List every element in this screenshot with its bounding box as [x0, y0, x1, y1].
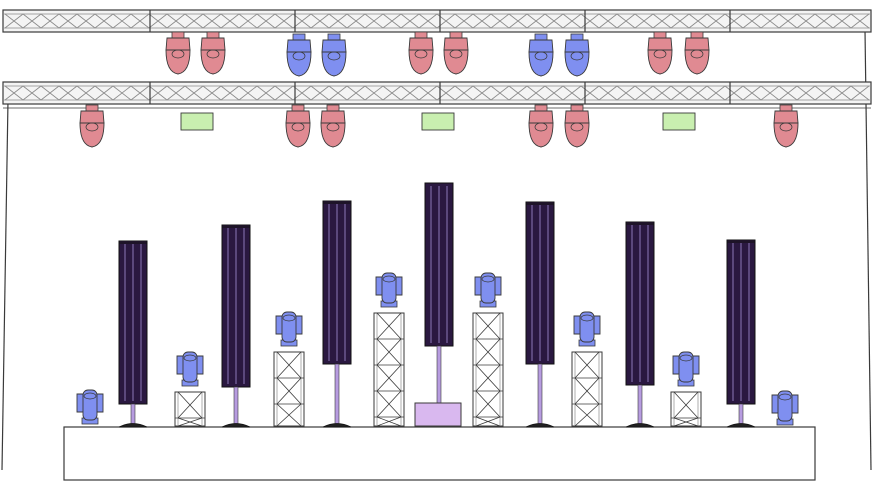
upper-wash-fixture-2	[321, 33, 347, 77]
tower-wash-fixture-2	[275, 311, 303, 347]
floor-wash-fixture-left	[76, 389, 104, 425]
tower-wash-fixture-4	[474, 272, 502, 308]
upper-wash-fixture-1	[286, 33, 312, 77]
stage-floor-rig	[63, 182, 816, 481]
stage-deck	[63, 426, 816, 481]
lower-spot-fixture-5	[564, 104, 590, 148]
led-column-6	[625, 221, 655, 428]
strobe-panel-3	[662, 112, 696, 131]
tower-wash-fixture-6	[672, 351, 700, 387]
lower-spot-fixture-2	[285, 104, 311, 148]
truss-tower-1	[174, 391, 206, 427]
upper-spot-fixture-6	[684, 31, 710, 75]
upper-spot-fixture-1	[165, 31, 191, 75]
truss-tower-5	[571, 351, 603, 427]
floor-wash-fixture-right	[771, 390, 799, 426]
tower-wash-fixture-5	[573, 311, 601, 347]
truss-tower-6	[670, 391, 702, 427]
upper-wash-fixture-4	[564, 33, 590, 77]
led-column-4	[424, 182, 454, 405]
hanging-fixtures	[79, 31, 799, 148]
led-column-1	[118, 240, 148, 428]
led-column-3	[322, 200, 352, 428]
tower-wash-fixture-3	[375, 272, 403, 308]
lower-spot-fixture-1	[79, 104, 105, 148]
led-column-7	[726, 239, 756, 428]
lower-spot-fixture-6	[773, 104, 799, 148]
lower-spot-fixture-4	[528, 104, 554, 148]
lower-truss	[2, 81, 872, 105]
truss-tower-3	[373, 312, 405, 427]
upper-truss	[2, 9, 872, 33]
lower-spot-fixture-3	[320, 104, 346, 148]
upper-spot-fixture-2	[200, 31, 226, 75]
tower-wash-fixture-1	[176, 351, 204, 387]
upper-wash-fixture-3	[528, 33, 554, 77]
upper-spot-fixture-5	[647, 31, 673, 75]
left-wall-edge	[1, 99, 9, 471]
truss-tower-4	[472, 312, 504, 427]
upper-spot-fixture-4	[443, 31, 469, 75]
led-column-5	[525, 201, 555, 428]
truss-tower-2	[273, 351, 305, 427]
strobe-panel-2	[421, 112, 455, 131]
led-column-2	[221, 224, 251, 428]
strobe-panel-1	[180, 112, 214, 131]
overhead-trusses	[2, 9, 872, 109]
upper-spot-fixture-3	[408, 31, 434, 75]
center-plinth	[414, 402, 462, 427]
